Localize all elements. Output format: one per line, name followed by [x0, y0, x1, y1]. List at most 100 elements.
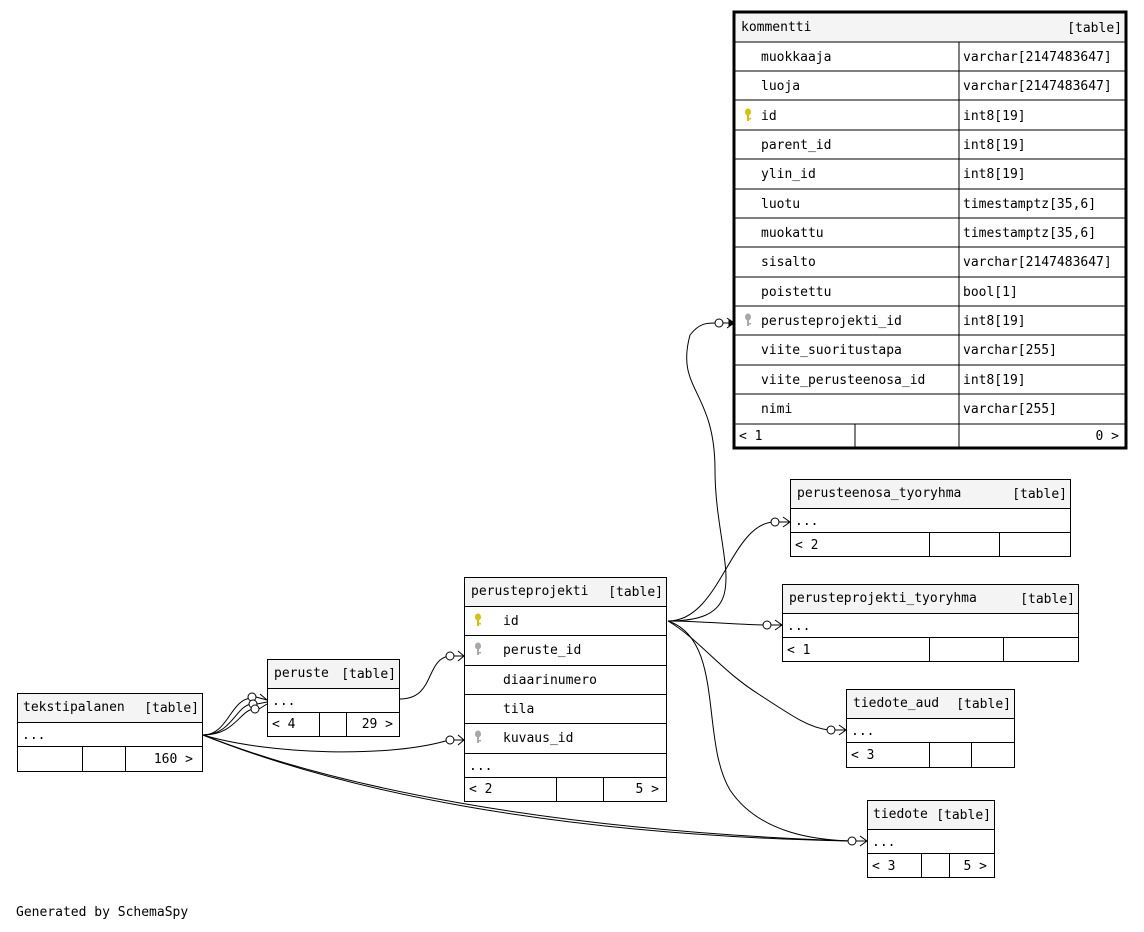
table-title-perusteprojekti-tyoryhma: perusteprojekti_tyoryhma [789, 591, 977, 606]
column-type: int8[19] [963, 109, 1026, 124]
marker-perusteprojekti-peruste-id [445, 650, 465, 662]
collapsed-columns: ... [795, 514, 818, 529]
marker-perusteprojekti-kuvaus-id [445, 734, 465, 746]
column-name: nimi [761, 402, 792, 417]
collapsed-columns: ... [872, 835, 895, 850]
table-tekstipalanen[interactable]: tekstipalanen [table] ... 160 > [17, 693, 203, 773]
marker-kommentti [714, 317, 735, 329]
edge-perusteprojekti-tiedote [667, 620, 851, 842]
table-type-perusteprojekti: [table] [608, 585, 663, 600]
column-type: int8[19] [963, 373, 1026, 388]
table-tiedote-aud[interactable]: tiedote_aud [table] ... < 3 [846, 689, 1015, 769]
edge-tekstipalanen-tiedote-2 [202, 734, 851, 842]
table-type-perusteenosa-tyoryhma: [table] [1012, 487, 1067, 502]
marker-peruste-3 [250, 703, 268, 714]
parents-count: < 2 [469, 782, 492, 797]
table-type-tiedote: [table] [936, 808, 991, 823]
edge-end-markers [247, 317, 868, 847]
column-row: poistettu bool[1] [761, 285, 1018, 300]
column-row: diaarinumero [503, 673, 597, 688]
collapsed-columns: ... [851, 724, 874, 739]
column-row: id int8[19] [745, 108, 1026, 124]
edge-tekstipalanen-perusteprojekti [202, 734, 450, 753]
column-name: parent_id [761, 138, 831, 153]
table-peruste[interactable]: peruste [table] ... < 4 29 > [267, 659, 400, 738]
column-name: tila [503, 702, 534, 717]
edge-perusteprojekti-perusteenosa-tyoryhma [667, 521, 774, 622]
table-type-tiedote-aud: [table] [956, 697, 1011, 712]
column-row: kuvaus_id [475, 730, 573, 746]
marker-perusteprojekti-tyoryhma [762, 619, 783, 631]
column-row: tila [503, 702, 534, 717]
table-title-kommentti: kommentti [741, 20, 811, 35]
column-name: id [761, 109, 777, 124]
column-name: muokkaaja [761, 50, 831, 65]
table-perusteenosa-tyoryhma[interactable]: perusteenosa_tyoryhma [table] ... < 2 [790, 479, 1071, 558]
collapsed-columns: ... [22, 728, 45, 743]
edge-perusteprojekti-kommentti [667, 322, 727, 622]
column-name: peruste_id [503, 643, 581, 658]
table-perusteprojekti[interactable]: perusteprojekti [table] id peruste_id di… [464, 577, 667, 803]
column-name: id [503, 614, 519, 629]
column-row: peruste_id [475, 642, 581, 658]
column-type: bool[1] [963, 285, 1018, 300]
column-name: perusteprojekti_id [761, 314, 902, 329]
marker-peruste-1 [247, 692, 268, 702]
marker-tiedote-aud [826, 724, 847, 736]
parents-count: < 1 [787, 643, 810, 658]
foreign-key-icon [475, 730, 481, 743]
primary-key-icon [475, 613, 481, 626]
collapsed-columns: ... [469, 759, 492, 774]
table-title-tiedote: tiedote [873, 807, 928, 822]
relationship-edges [202, 322, 851, 842]
column-type: timestamptz[35,6] [963, 226, 1096, 241]
collapsed-columns: ... [272, 694, 295, 709]
column-type: timestamptz[35,6] [963, 197, 1096, 212]
generated-by-footer: Generated by SchemaSpy [16, 905, 189, 920]
column-name: ylin_id [761, 167, 816, 182]
marker-perusteenosa-tyoryhma [770, 516, 791, 528]
column-type: int8[19] [963, 314, 1026, 329]
table-title-perusteprojekti: perusteprojekti [471, 584, 588, 599]
column-name: muokattu [761, 226, 824, 241]
column-name: luoja [761, 79, 800, 94]
table-title-tekstipalanen: tekstipalanen [23, 700, 125, 715]
column-name: viite_suoritustapa [761, 343, 902, 358]
column-row: muokattu timestamptz[35,6] [761, 226, 1096, 241]
foreign-key-icon [475, 642, 481, 655]
collapsed-columns: ... [787, 619, 810, 634]
column-type: int8[19] [963, 138, 1026, 153]
column-row: luoja varchar[2147483647] [761, 79, 1112, 94]
column-row: ylin_id int8[19] [761, 167, 1026, 182]
column-row: id [475, 613, 519, 629]
edge-perusteprojekti-perusteprojekti-tyoryhma [667, 620, 766, 626]
parents-count: < 1 [739, 429, 762, 444]
table-perusteprojekti-tyoryhma[interactable]: perusteprojekti_tyoryhma [table] ... < 1 [782, 584, 1079, 663]
table-type-kommentti: [table] [1067, 21, 1122, 36]
column-row: nimi varchar[255] [761, 402, 1057, 417]
table-type-perusteprojekti-tyoryhma: [table] [1020, 592, 1075, 607]
table-title-peruste: peruste [274, 666, 329, 681]
parents-count: < 3 [872, 859, 895, 874]
children-count: 29 > [362, 717, 393, 732]
marker-tiedote [847, 835, 868, 847]
table-title-perusteenosa-tyoryhma: perusteenosa_tyoryhma [797, 486, 961, 501]
children-count: 0 > [1096, 429, 1120, 444]
column-type: varchar[255] [963, 402, 1057, 417]
column-row: muokkaaja varchar[2147483647] [761, 50, 1112, 65]
children-count: 5 > [636, 782, 660, 797]
table-kommentti[interactable]: kommentti [table] muokkaaja varchar[2147… [732, 10, 1128, 450]
column-name: sisalto [761, 255, 816, 270]
column-type: int8[19] [963, 167, 1026, 182]
parents-count: < 2 [795, 538, 818, 553]
column-row: viite_perusteenosa_id int8[19] [761, 373, 1026, 388]
primary-key-icon [745, 108, 751, 121]
table-tiedote[interactable]: tiedote [table] ... < 3 5 > [867, 800, 995, 879]
column-row: sisalto varchar[2147483647] [761, 255, 1112, 270]
edge-tekstipalanen-peruste-2 [202, 703, 253, 736]
edge-tekstipalanen-peruste-3 [202, 708, 255, 736]
children-count: 160 > [154, 752, 193, 767]
table-type-peruste: [table] [341, 667, 396, 682]
column-row: viite_suoritustapa varchar[255] [761, 343, 1057, 358]
